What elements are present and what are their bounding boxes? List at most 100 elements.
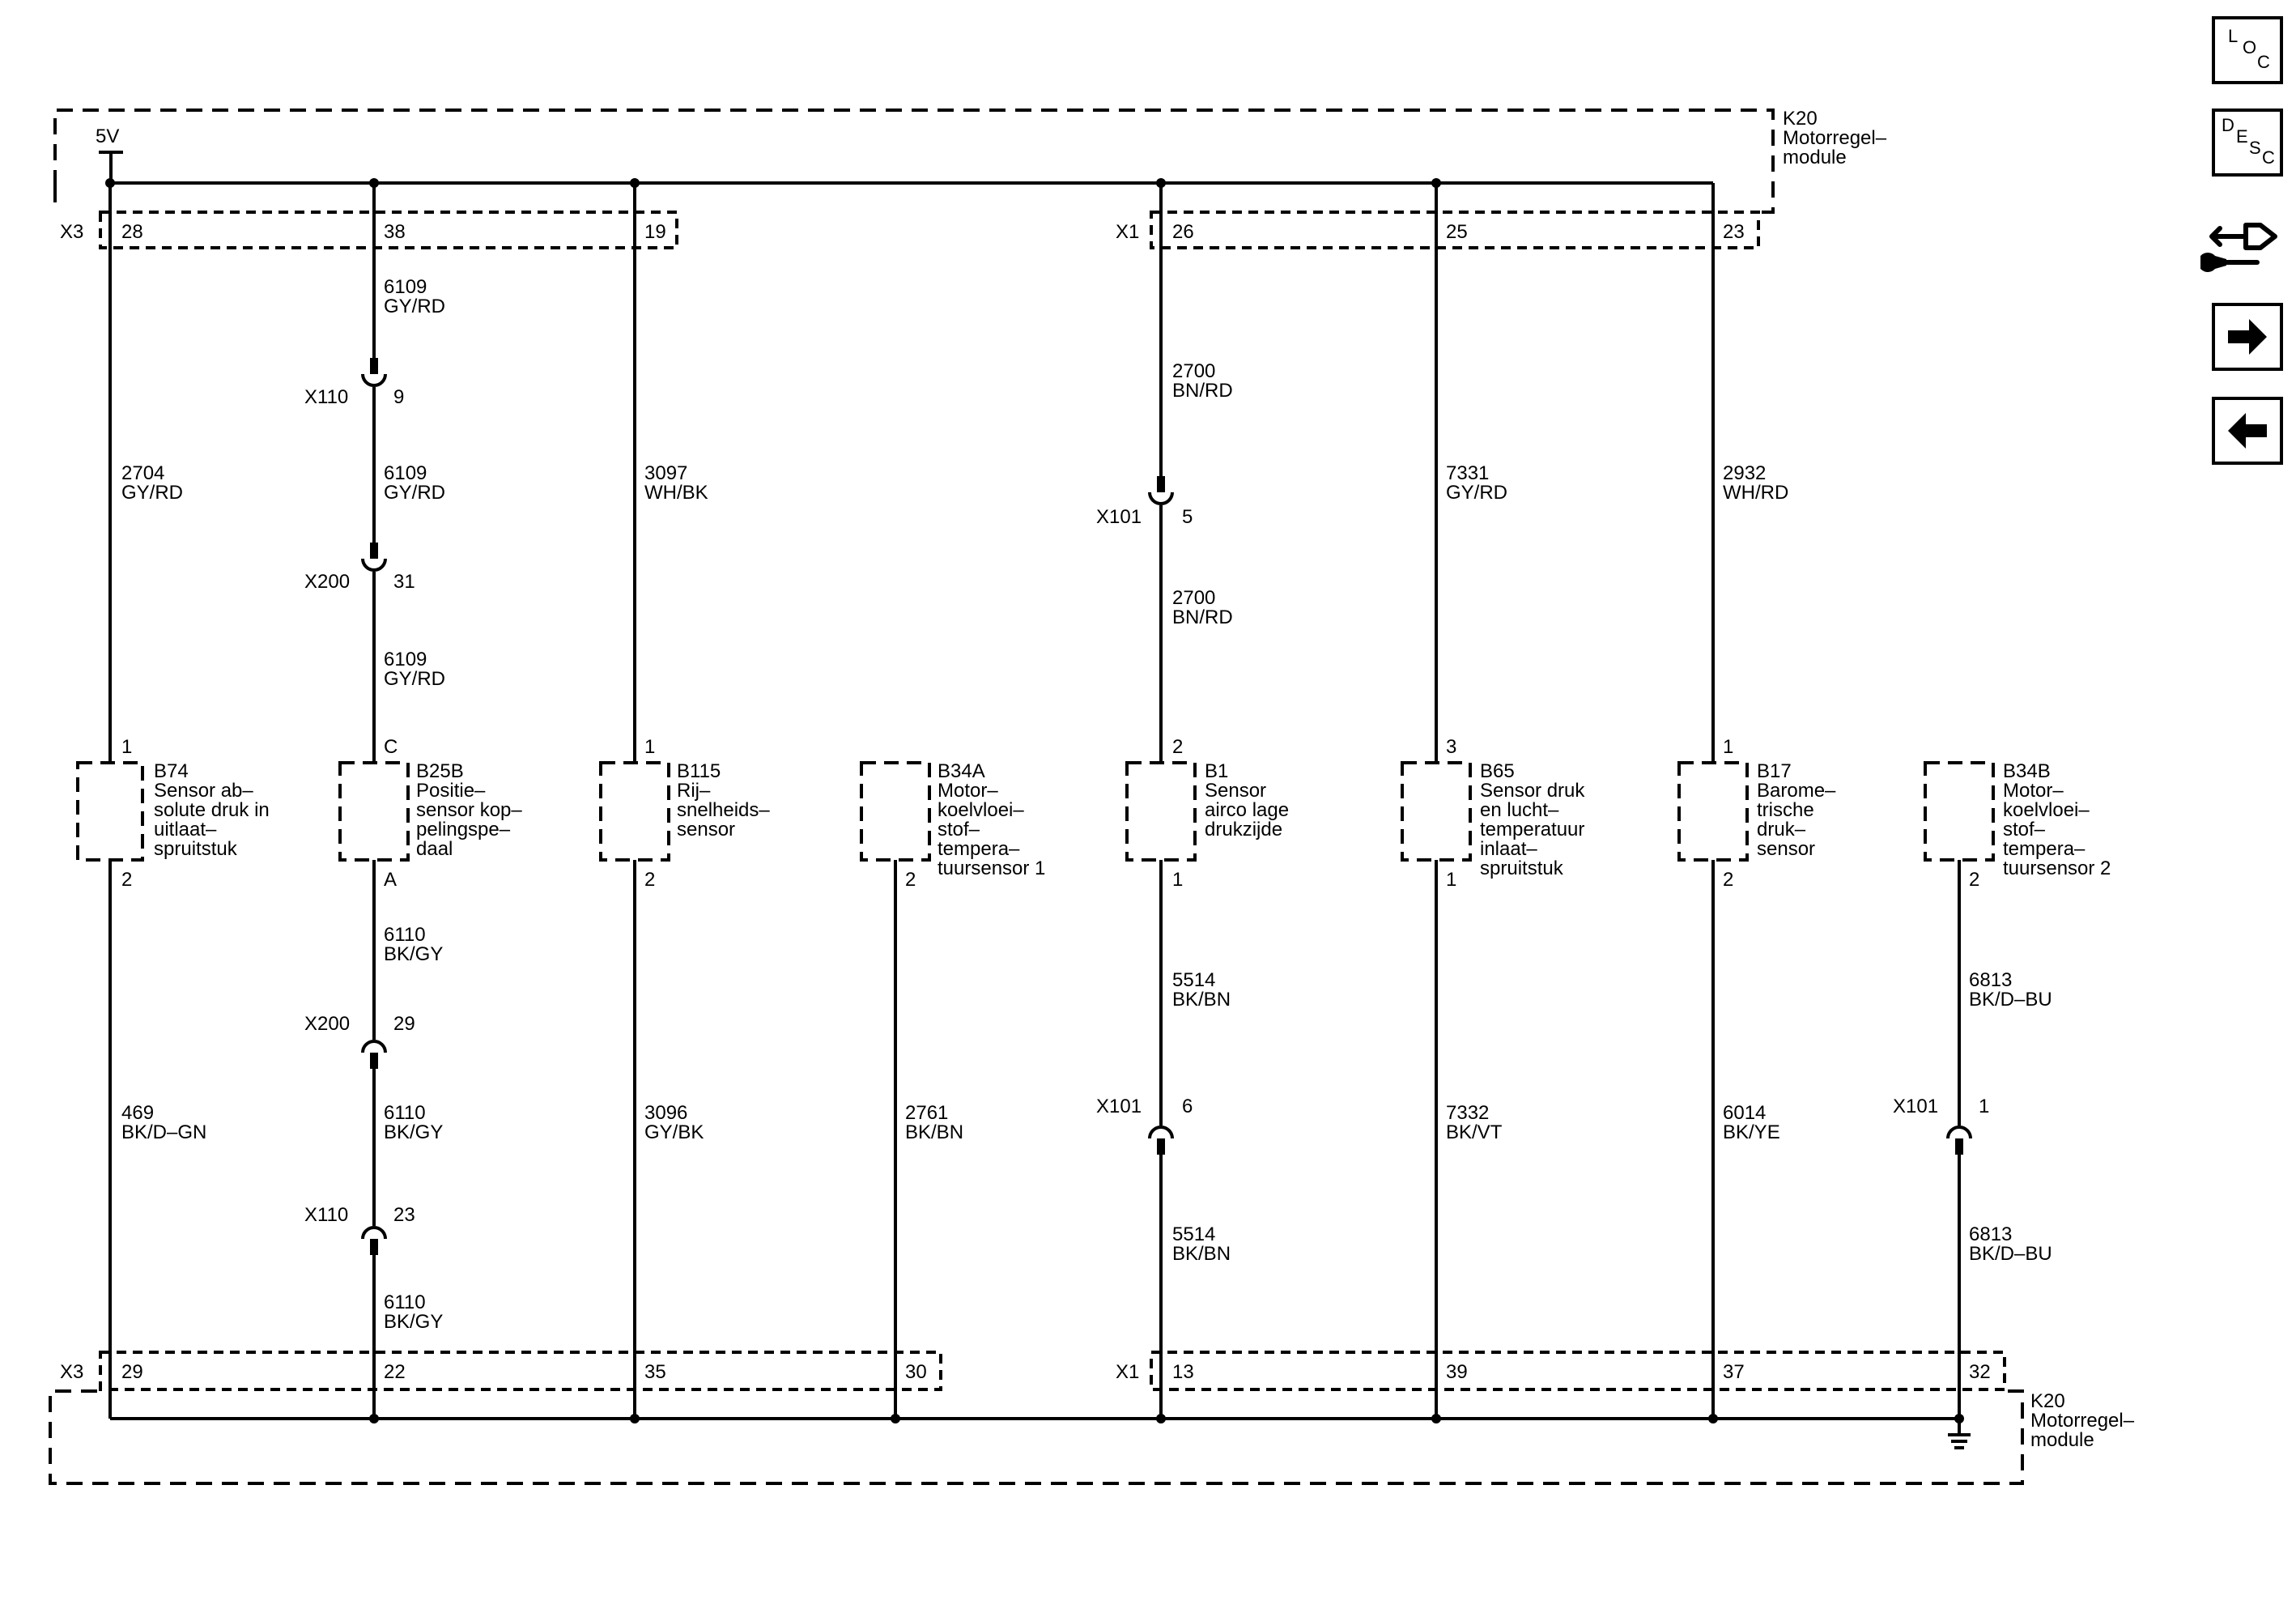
supply-symbol [99,151,123,183]
connector-wrench-icon [2198,223,2277,272]
wire-color: BK/GY [384,943,443,965]
wire-circuit: 6109 [384,462,427,484]
component-id: B74 [154,760,189,782]
component-desc: Motor– [938,780,998,802]
splice-dot [1156,1414,1166,1423]
top-module-name: Motorregel– [1783,127,1887,149]
desc-icon: D E S C [2222,115,2275,168]
wire-color: BN/RD [1172,606,1233,628]
wire-color: BK/GY [384,1121,443,1143]
splice-dot [1431,1414,1441,1423]
wire-circuit: 5514 [1172,1223,1215,1245]
x3-top-connector [99,211,678,249]
x1-bottom-connector [1150,1351,2006,1391]
wire-color: BK/YE [1723,1121,1780,1143]
desc-letter: S [2249,138,2261,158]
wire-color: BK/VT [1446,1121,1503,1143]
component-box-b115 [599,761,670,862]
k20-top-housing [53,109,1775,214]
top-pin: 38 [384,221,406,243]
component-desc: Motor– [2003,780,2064,802]
component-desc: koelvloei– [938,799,1024,821]
bottom-pin: 35 [644,1361,666,1383]
inline-connector-pin: 9 [393,386,404,408]
component-desc: Sensor [1205,780,1266,802]
component-pin-bottom: 2 [905,869,916,891]
wire-color: BK/GY [384,1311,443,1333]
top-pin: 19 [644,221,666,243]
bottom-pin: 30 [905,1361,927,1383]
component-pin-bottom: 1 [1172,869,1183,891]
loc-letter: C [2257,52,2270,72]
wire-circuit: 5514 [1172,969,1215,991]
component-desc: inlaat– [1480,838,1537,860]
component-desc: airco lage [1205,799,1289,821]
connector-tool-button[interactable] [2198,209,2285,282]
inline-connector-symbol [361,1226,387,1255]
component-desc: solute druk in [154,799,270,821]
supply-label: 5V [96,126,119,147]
inline-connector-pin: 29 [393,1013,415,1035]
component-box-b74 [76,761,144,862]
bottom-pin: 13 [1172,1361,1194,1383]
connector-label-x1-top: X1 [1116,221,1139,243]
top-pin: 26 [1172,221,1194,243]
desc-letter: C [2262,147,2275,168]
inline-connector-name: X101 [1096,506,1142,528]
inline-connector-symbol [1148,1126,1174,1155]
splice-dot [1156,178,1166,188]
inline-connector-name: X200 [304,571,350,593]
wire-color: BK/BN [1172,989,1231,1011]
top-module-name: module [1783,147,1847,168]
inline-connector-name: X110 [304,386,348,408]
component-desc: sensor kop– [416,799,522,821]
wire-color: GY/RD [384,296,445,317]
splice-dot [1954,1414,1964,1423]
wire-circuit: 2704 [121,462,164,484]
component-desc: spruitstuk [1480,857,1564,879]
component-desc: pelingspe– [416,819,511,840]
desc-button[interactable]: D E S C [2212,109,2283,177]
component-id: B25B [416,760,464,782]
splice-dot [891,1414,900,1423]
inline-connector-pin: 1 [1979,1096,1989,1117]
component-desc: daal [416,838,453,860]
component-desc: tempera– [938,838,1020,860]
inline-connector-pin: 31 [393,571,415,593]
component-desc: Barome– [1757,780,1836,802]
component-desc: sensor [1757,838,1815,860]
component-id: B1 [1205,760,1228,782]
component-desc: drukzijde [1205,819,1282,840]
wire-circuit: 6014 [1723,1102,1766,1124]
inline-connector-symbol [1148,476,1174,505]
inline-connector-symbol [361,543,387,572]
component-desc: stof– [938,819,980,840]
component-id: B34B [2003,760,2051,782]
component-desc: Sensor druk [1480,780,1585,802]
connector-label-x1-bottom: X1 [1116,1361,1139,1383]
wire-circuit: 6109 [384,276,427,298]
wire-color: BK/D–BU [1969,1243,2052,1265]
wire-circuit: 7332 [1446,1102,1489,1124]
loc-button[interactable]: L O C [2212,16,2283,84]
previous-button[interactable] [2212,397,2283,465]
bottom-module-name: Motorregel– [2030,1410,2135,1432]
component-desc: en lucht– [1480,799,1559,821]
splice-dot [1431,178,1441,188]
inline-connector-pin: 23 [393,1204,415,1226]
next-button[interactable] [2212,303,2283,371]
component-desc: koelvloei– [2003,799,2090,821]
bottom-module-name: module [2030,1429,2094,1451]
component-id: B17 [1757,760,1792,782]
component-desc: temperatuur [1480,819,1584,840]
component-desc: uitlaat– [154,819,217,840]
inline-connector-symbol [361,1040,387,1069]
splice-dot [105,178,115,188]
bottom-module-id: K20 [2030,1390,2065,1412]
top-module-id: K20 [1783,108,1818,130]
bottom-pin: 32 [1969,1361,1991,1383]
wire-circuit: 469 [121,1102,154,1124]
arrow-right-icon [2228,319,2267,355]
wire-color: BN/RD [1172,380,1233,402]
component-pin-bottom: 1 [1446,869,1456,891]
